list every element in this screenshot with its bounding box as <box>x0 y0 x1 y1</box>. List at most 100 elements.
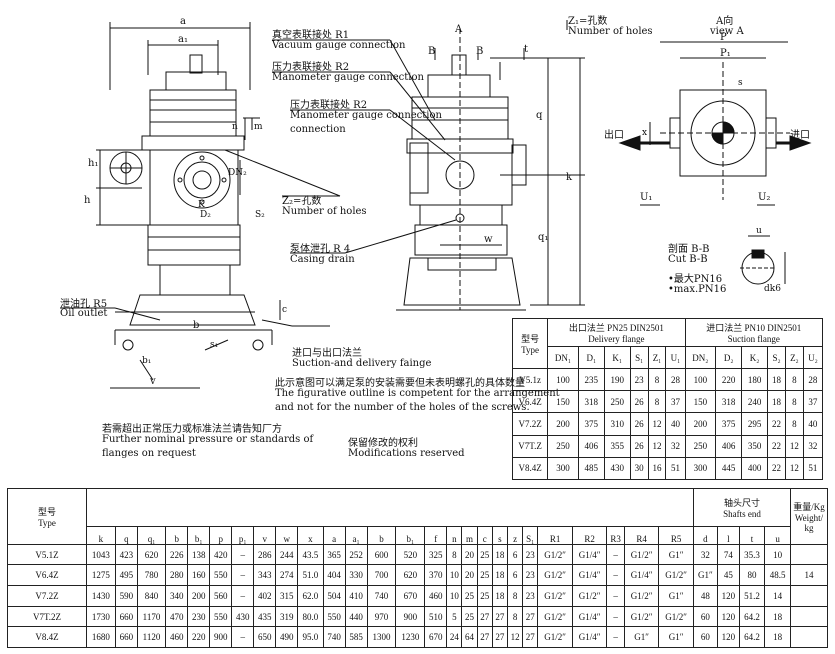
flange-cell: 40 <box>802 412 824 436</box>
flange-cell: 40 <box>665 412 686 436</box>
flange-cell: 16 <box>647 456 667 481</box>
main-cell: 700 <box>366 564 397 587</box>
dim-t: t <box>524 44 529 55</box>
dim-w: w <box>484 234 493 245</box>
main-weight-cell <box>790 585 828 607</box>
main-cell: 51.2 <box>738 585 766 607</box>
main-cell: 504 <box>322 585 346 607</box>
main-cell: G1/2″ <box>623 605 660 628</box>
main-cell: 319 <box>275 605 299 628</box>
flange-cell: 318 <box>577 390 605 414</box>
flange-cell: 30 <box>629 456 649 481</box>
main-cell: 423 <box>114 543 138 566</box>
main-cell: 120 <box>716 626 740 648</box>
main-cell: 470 <box>165 605 189 628</box>
main-cell: 550 <box>209 605 233 628</box>
flange-col-header: DN₂ <box>684 345 717 370</box>
flange-cell: 8 <box>784 368 804 392</box>
main-cell: 18 <box>764 626 791 648</box>
flange-cell: 12 <box>647 434 667 458</box>
main-cell: 620 <box>395 564 426 587</box>
main-cell: 23 <box>522 543 539 566</box>
main-cell: – <box>606 543 625 566</box>
main-cell: 585 <box>344 626 368 648</box>
side-view <box>96 22 281 389</box>
flange-cell: 22 <box>767 456 786 481</box>
flange-cell: 318 <box>715 390 743 414</box>
main-cell: G1″ <box>658 543 694 566</box>
main-cell: 740 <box>322 626 346 648</box>
main-cell: 160 <box>187 564 211 587</box>
main-cell: 220 <box>187 626 211 648</box>
main-cell: 64 <box>461 626 478 648</box>
flange-cell: 220 <box>715 368 743 392</box>
main-col-header: q₁ <box>136 525 167 545</box>
main-cell: – <box>231 543 255 566</box>
main-cell: 340 <box>165 585 189 607</box>
dim-x: x <box>642 128 648 138</box>
main-cell: 550 <box>322 605 346 628</box>
main-col-header: s <box>491 525 508 545</box>
main-cell: 27 <box>522 605 539 628</box>
flange-cell: 28 <box>802 368 824 392</box>
dim-h: h <box>84 195 91 206</box>
main-cell: 495 <box>114 564 138 587</box>
flange-cell: 8 <box>784 412 804 436</box>
flange-col-header: U₂ <box>802 345 824 370</box>
main-cell: G1/2″ <box>537 564 573 587</box>
main-cell: 27 <box>491 605 508 628</box>
main-cell: 10 <box>446 585 463 607</box>
flange-cell: 12 <box>784 434 804 458</box>
flange-cell: 350 <box>741 434 769 458</box>
dim-u: u <box>756 226 762 236</box>
main-cell: 8 <box>446 543 463 566</box>
main-cell: 600 <box>366 543 397 566</box>
main-col-header: R2 <box>571 525 608 545</box>
z2-label-en: Number of holes <box>282 206 367 217</box>
main-col-header: a₁ <box>344 525 368 545</box>
dim-d2: D₂ <box>200 210 211 220</box>
cut-label-en: Cut B-B <box>668 254 708 265</box>
main-col-header: R1 <box>537 525 573 545</box>
dim-k-front: k <box>566 172 573 183</box>
suction-label-cn: 进口与出口法兰 <box>292 348 362 359</box>
front-view <box>396 28 585 311</box>
main-cell: 74 <box>716 543 740 566</box>
r2b-label-cn: 压力表联接处 R2 <box>290 100 368 111</box>
main-cell: – <box>606 585 625 607</box>
flange-cell: 22 <box>767 412 786 436</box>
main-col-header: l <box>716 525 740 545</box>
main-cell: 32 <box>692 543 718 566</box>
dim-c: c <box>282 305 288 315</box>
main-cell: 370 <box>424 564 448 587</box>
main-col-header: k <box>86 525 116 545</box>
main-cell: G1/4″ <box>571 543 608 566</box>
main-cell: 8 <box>506 585 524 607</box>
request-note-en2: flanges on request <box>102 448 196 459</box>
main-cell: 1043 <box>86 543 116 566</box>
flange-cell: 26 <box>629 434 649 458</box>
main-cell: 138 <box>187 543 211 566</box>
flange-cell: 23 <box>629 368 649 392</box>
flange-cell: 400 <box>741 456 769 481</box>
main-cell: 490 <box>275 626 299 648</box>
r2b-label-en: Manometer gauge connection <box>290 110 442 121</box>
flange-cell: 32 <box>802 434 824 458</box>
main-cell: 560 <box>209 585 233 607</box>
main-cell: – <box>606 564 625 587</box>
flange-cell: 200 <box>547 412 579 436</box>
main-cell: G1/2″ <box>658 564 694 587</box>
dim-q1: q₁ <box>538 232 549 243</box>
main-cell: 51.0 <box>297 564 324 587</box>
main-cell: 520 <box>395 543 426 566</box>
main-cell: 510 <box>424 605 448 628</box>
dim-b1: b₁ <box>142 356 152 366</box>
